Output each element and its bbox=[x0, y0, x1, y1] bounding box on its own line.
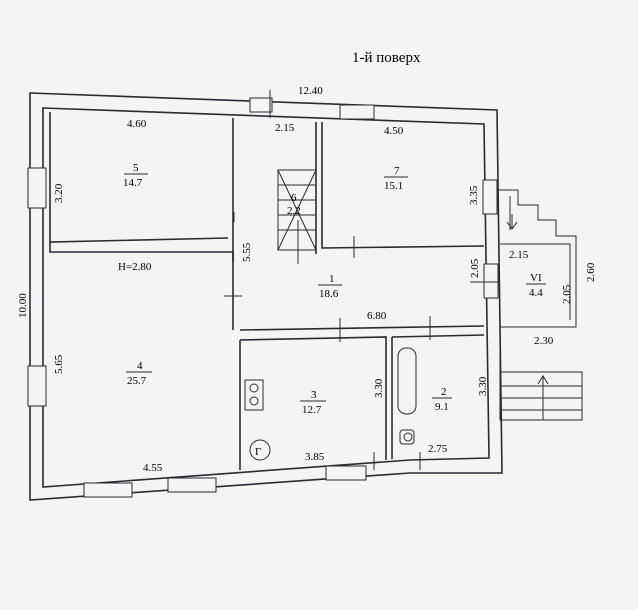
dim-r5-width: 4.60 bbox=[127, 118, 147, 130]
dim-r4-width: 4.55 bbox=[143, 462, 163, 474]
dim-hall-width: 6.80 bbox=[367, 310, 387, 322]
dim-r3-width: 3.85 bbox=[305, 451, 325, 463]
dim-r1-right-height: 2.05 bbox=[469, 258, 481, 278]
room-labels: H=2.80 5 14.7 6 2.2 7 15.1 1 18.6 VI 4.4… bbox=[118, 162, 546, 416]
bathtub bbox=[397, 347, 417, 415]
window bbox=[167, 477, 217, 493]
dim-r7-height: 3.35 bbox=[468, 185, 480, 205]
room-area: 15.1 bbox=[384, 180, 403, 192]
room-area: 12.7 bbox=[302, 404, 322, 416]
porch bbox=[497, 189, 583, 421]
dim-overall-width: 12.40 bbox=[298, 85, 323, 97]
stove-burner bbox=[249, 383, 259, 393]
dim-porch-height: 2.05 bbox=[561, 284, 573, 304]
dim-r2-height: 3.30 bbox=[477, 376, 489, 396]
room-number: 4 bbox=[137, 360, 143, 372]
room-label-5: 5 14.7 bbox=[123, 162, 148, 189]
room-label-1: 1 18.6 bbox=[318, 273, 342, 300]
sink-drain bbox=[403, 432, 413, 442]
window bbox=[482, 179, 498, 215]
room-label-7: 7 15.1 bbox=[384, 165, 408, 192]
room-area: 2.2 bbox=[287, 205, 301, 217]
stove-burner bbox=[249, 396, 259, 406]
window bbox=[325, 465, 367, 481]
room-label-2: 2 9.1 bbox=[432, 386, 452, 413]
room-number: 6 bbox=[291, 192, 297, 204]
room-number: 1 bbox=[329, 273, 335, 285]
exterior-wall-inner bbox=[42, 107, 490, 488]
window bbox=[249, 97, 273, 113]
dimension-labels: 12.40 4.60 2.15 4.50 2.15 6.80 2.30 2.75… bbox=[17, 85, 597, 474]
room-area: 18.6 bbox=[319, 288, 339, 300]
windows bbox=[27, 97, 499, 498]
window bbox=[83, 482, 133, 498]
dim-overall-height: 10.00 bbox=[17, 293, 29, 318]
dim-r2-width: 2.75 bbox=[428, 443, 448, 455]
room-area: 4.4 bbox=[529, 287, 543, 299]
room-label-4: 4 25.7 bbox=[126, 360, 152, 387]
room-label-3: 3 12.7 bbox=[300, 389, 326, 416]
room-number: 2 bbox=[441, 386, 447, 398]
room-number: 5 bbox=[133, 162, 139, 174]
dim-r4-height: 5.65 bbox=[53, 354, 65, 374]
plan-title: 1-й поверх bbox=[352, 50, 421, 66]
window bbox=[339, 104, 375, 120]
boiler-symbol: Г bbox=[255, 446, 261, 458]
window bbox=[483, 263, 499, 299]
dim-porch-width: 2.15 bbox=[509, 249, 529, 261]
stove bbox=[244, 379, 264, 411]
dim-r6-width: 2.15 bbox=[275, 122, 295, 134]
ceiling-height-label: H=2.80 bbox=[118, 261, 152, 273]
dim-r5-height: 3.20 bbox=[53, 183, 65, 203]
room-number: VI bbox=[530, 272, 542, 284]
dim-porch-outer-height: 2.60 bbox=[585, 262, 597, 282]
staircase bbox=[277, 169, 317, 264]
interior-walls bbox=[49, 112, 485, 470]
dim-r7-width: 4.50 bbox=[384, 125, 404, 137]
room-label-6: 6 2.2 bbox=[287, 192, 301, 217]
entrance-arrow-icon bbox=[537, 375, 549, 398]
window bbox=[27, 365, 47, 407]
room-area: 9.1 bbox=[435, 401, 449, 413]
sink bbox=[399, 429, 415, 445]
room-number: 7 bbox=[394, 165, 400, 177]
room-area: 14.7 bbox=[123, 177, 143, 189]
room-label-VI: VI 4.4 bbox=[526, 272, 546, 299]
arrow-down-icon bbox=[506, 214, 518, 230]
boiler-circle bbox=[249, 439, 271, 461]
dimension-ticks bbox=[224, 90, 498, 470]
window bbox=[27, 167, 47, 209]
exterior-wall-outer bbox=[29, 92, 503, 501]
dim-hall-height: 5.55 bbox=[241, 242, 253, 262]
room-area: 25.7 bbox=[127, 375, 147, 387]
dim-porch-bottom-width: 2.30 bbox=[534, 335, 554, 347]
room-number: 3 bbox=[311, 389, 317, 401]
dim-r3-height: 3.30 bbox=[373, 378, 385, 398]
